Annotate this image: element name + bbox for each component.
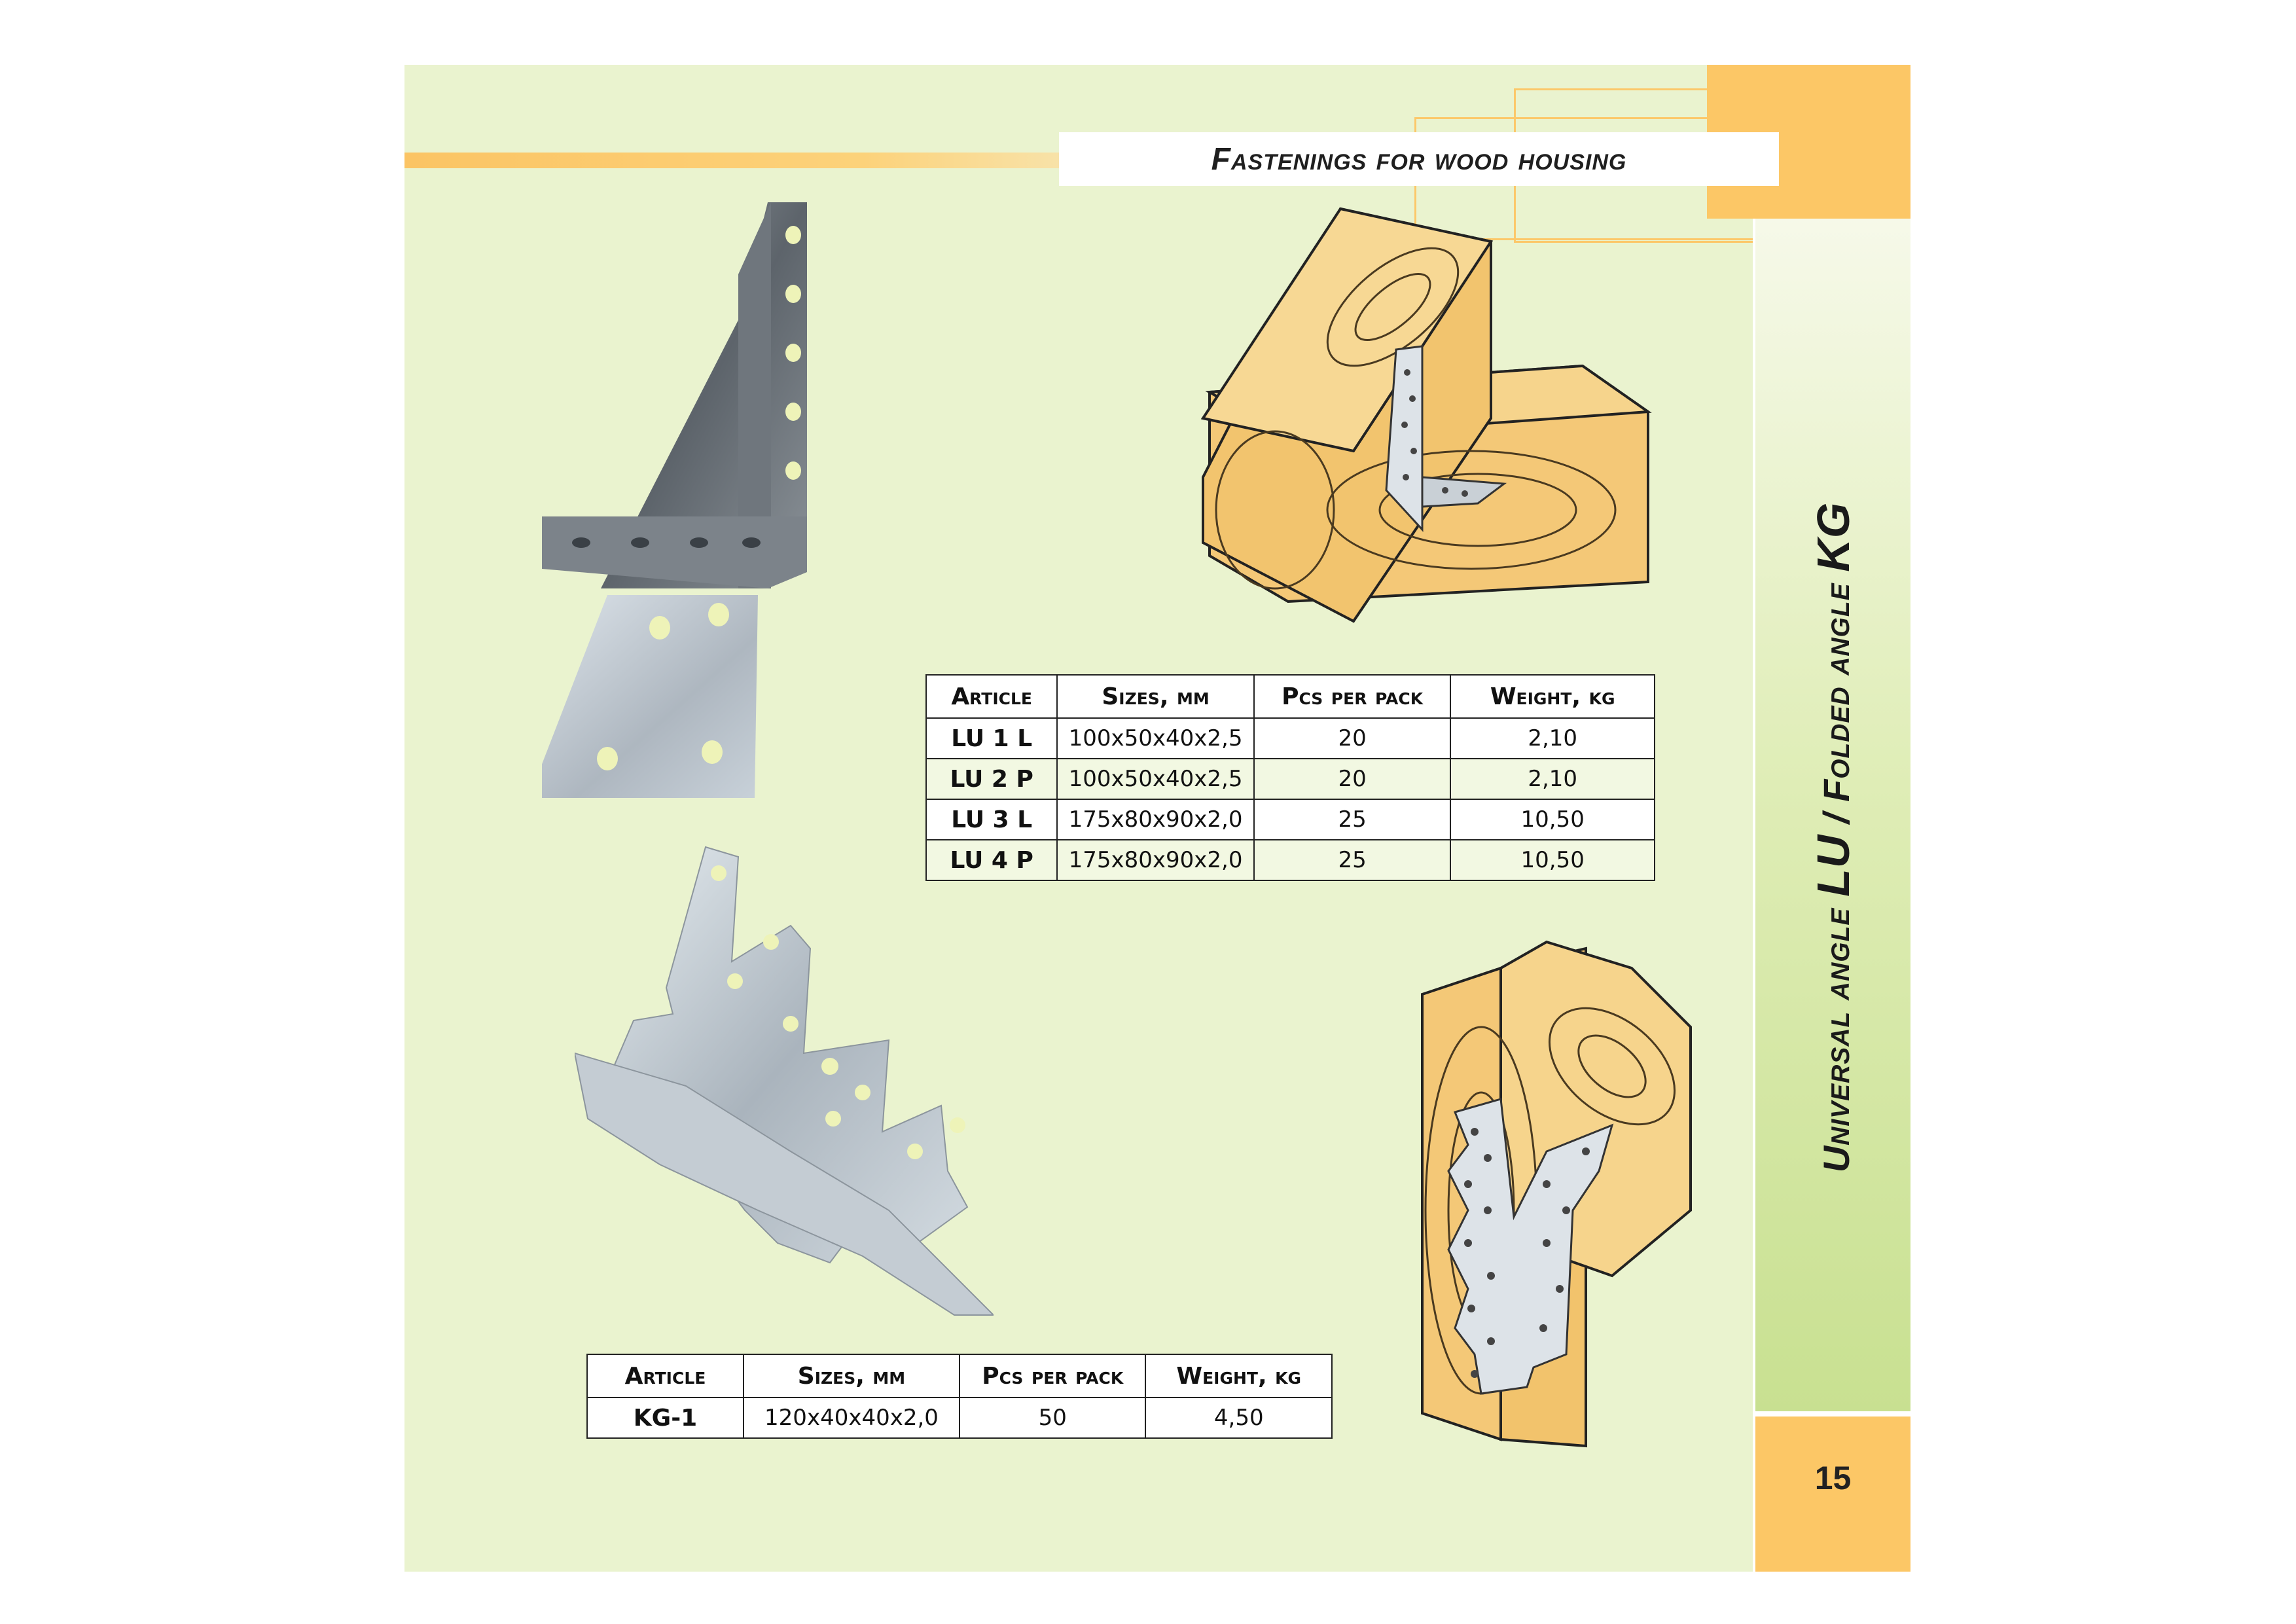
column-header-sizes: Sizes, mm [1056,674,1255,719]
side-title-part2: Folded angle [1816,571,1857,803]
cell-sizes: 175x80x90x2,0 [1056,839,1255,881]
cell-article: LU 3 L [925,799,1058,840]
side-band [1755,219,1910,1475]
cell-pcs: 25 [1253,839,1452,881]
cell-pcs: 25 [1253,799,1452,840]
table-row: KG-1 120x40x40x2,0 50 4,50 [586,1397,1333,1439]
cell-weight: 4,50 [1145,1397,1333,1439]
column-header-article: Article [586,1354,744,1398]
lu-spec-table: Article Sizes, mm Pcs per pack Weight, k… [925,674,1655,881]
cell-pcs: 20 [1253,717,1452,759]
cell-weight: 2,10 [1450,717,1655,759]
column-header-sizes: Sizes, mm [742,1354,960,1398]
catalog-page: 15 Fastenings for wood housing Universal… [404,65,1910,1572]
column-header-pcs: Pcs per pack [1253,674,1452,719]
cell-weight: 10,50 [1450,839,1655,881]
header-stripe [404,153,1059,168]
table-row: LU 1 L 100x50x40x2,5 20 2,10 [925,717,1655,759]
table-header-row: Article Sizes, mm Pcs per pack Weight, k… [586,1354,1333,1398]
page-number-box [1755,1416,1910,1572]
column-divider [1753,219,1755,1572]
cell-weight: 10,50 [1450,799,1655,840]
cell-pcs: 20 [1253,758,1452,800]
kg-installation-drawing [1421,940,1692,1448]
column-header-pcs: Pcs per pack [958,1354,1147,1398]
column-header-weight: Weight, kg [1450,674,1655,719]
cell-sizes: 120x40x40x2,0 [742,1397,960,1439]
lu-installation-drawing [1200,207,1652,623]
header-title-box: Fastenings for wood housing [1059,132,1779,186]
cell-sizes: 100x50x40x2,5 [1056,758,1255,800]
cell-article: KG-1 [586,1397,744,1439]
page-number: 15 [1814,1460,1852,1496]
page-title: Fastenings for wood housing [1211,141,1627,177]
table-row: LU 4 P 175x80x90x2,0 25 10,50 [925,839,1655,881]
side-title-separator: / [1816,802,1857,835]
cell-article: LU 2 P [925,758,1058,800]
kg-angle-photo [575,846,994,1316]
table-row: LU 2 P 100x50x40x2,5 20 2,10 [925,758,1655,800]
side-title-part1: Universal angle [1816,897,1857,1173]
side-title-code2: KG [1808,501,1859,572]
side-title: Universal angle LU / Folded angle KG [1807,502,1859,1173]
column-header-article: Article [925,674,1058,719]
side-title-code1: LU [1808,834,1859,897]
cell-article: LU 4 P [925,839,1058,881]
lu-angle-photo [542,202,807,798]
cell-weight: 2,10 [1450,758,1655,800]
cell-sizes: 175x80x90x2,0 [1056,799,1255,840]
divider [1755,1411,1910,1416]
column-header-weight: Weight, kg [1145,1354,1333,1398]
kg-spec-table: Article Sizes, mm Pcs per pack Weight, k… [586,1354,1333,1439]
table-row: LU 3 L 175x80x90x2,0 25 10,50 [925,799,1655,840]
table-header-row: Article Sizes, mm Pcs per pack Weight, k… [925,674,1655,719]
cell-article: LU 1 L [925,717,1058,759]
cell-pcs: 50 [958,1397,1147,1439]
cell-sizes: 100x50x40x2,5 [1056,717,1255,759]
